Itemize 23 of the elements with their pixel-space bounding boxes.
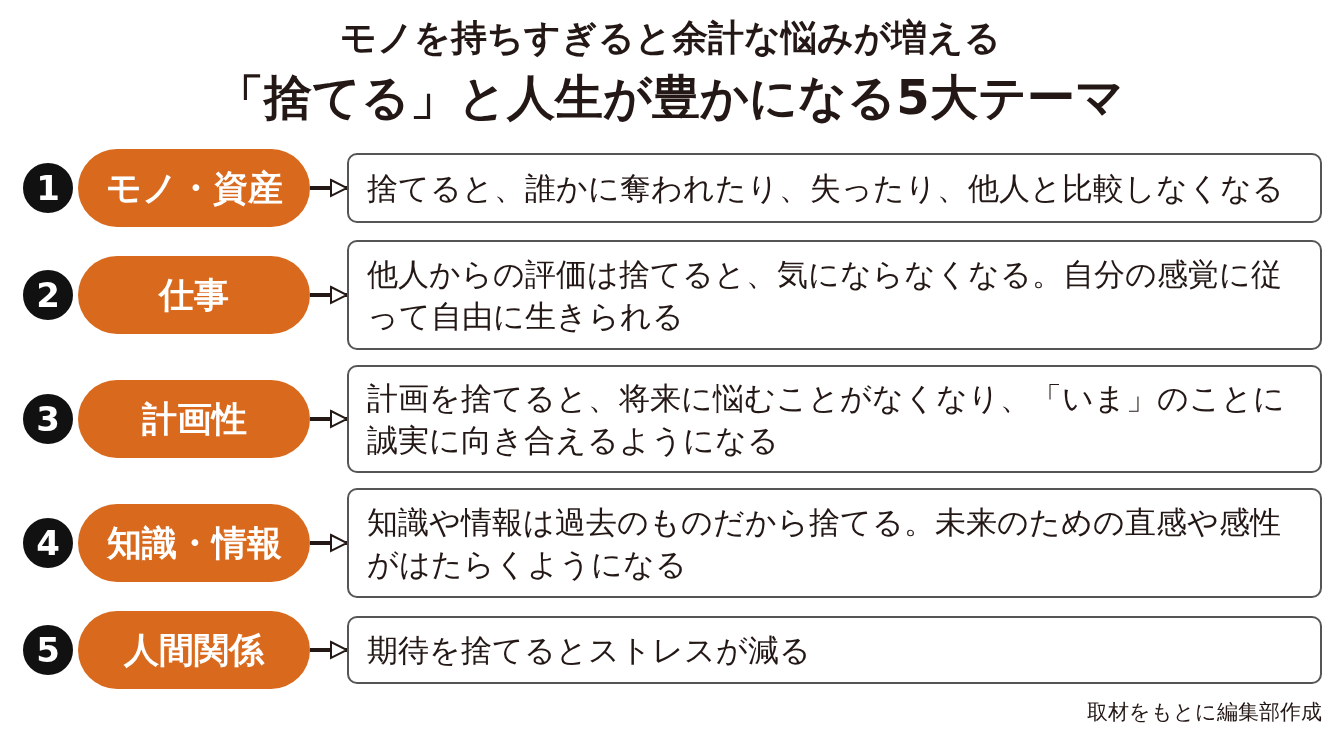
theme-pill: 人間関係: [78, 611, 310, 689]
number-badge: 5: [20, 622, 76, 678]
theme-pill: 仕事: [78, 256, 310, 334]
number-badge: 1: [20, 160, 76, 216]
arrow: [310, 179, 348, 197]
subtitle: モノを持ちすぎると余計な悩みが増える: [338, 16, 1002, 60]
description-box: 計画を捨てると、将来に悩むことがなくなり、「いま」のことに誠実に向き合えるようになる: [347, 365, 1322, 473]
theme-pill: 知識・情報: [78, 504, 310, 582]
description-box: 他人からの評価は捨てると、気にならなくなる。自分の感覚に従って自由に生きられる: [347, 240, 1322, 350]
title: 「捨てる」と人生が豊かになる5大テーマ: [215, 68, 1125, 127]
description-box: 知識や情報は過去のものだから捨てる。未来のための直感や感性がはたらくようになる: [347, 488, 1322, 598]
number-badge: 4: [20, 515, 76, 571]
theme-pill: モノ・資産: [78, 149, 310, 227]
arrow: [310, 410, 348, 428]
arrow: [310, 534, 348, 552]
theme-pill: 計画性: [78, 380, 310, 458]
number-badge: 3: [20, 391, 76, 447]
arrow: [310, 641, 348, 659]
description-box: 捨てると、誰かに奪われたり、失ったり、他人と比較しなくなる: [347, 153, 1322, 223]
source-note: 取材をもとに編集部作成: [1087, 699, 1322, 726]
arrow: [310, 286, 348, 304]
number-badge: 2: [20, 267, 76, 323]
description-box: 期待を捨てるとストレスが減る: [347, 616, 1322, 684]
